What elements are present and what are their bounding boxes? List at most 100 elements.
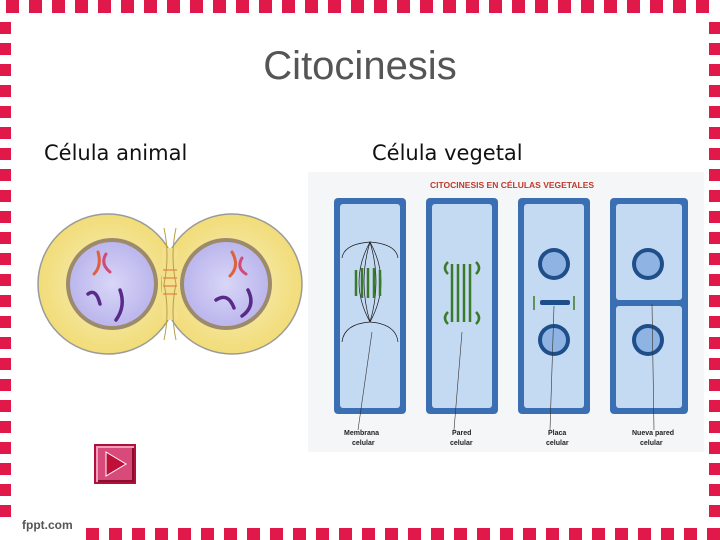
frame-dash [224,528,237,540]
frame-dash [431,528,444,540]
frame-dash [0,358,11,370]
frame-dash [0,190,11,202]
plant-figure-title: CITOCINESIS EN CÉLULAS VEGETALES [430,180,594,190]
label-pared-2: celular [450,440,473,447]
plant-cell-stage-2 [426,198,498,431]
frame-dash [98,0,111,13]
frame-dash [569,528,582,540]
frame-dash [259,0,272,13]
frame-dash [293,528,306,540]
frame-dash [709,421,720,433]
plant-cell-stage-1 [334,198,406,431]
frame-dash [397,0,410,13]
frame-dash [339,528,352,540]
frame-dash [454,528,467,540]
frame-dash [477,528,490,540]
frame-dash [604,0,617,13]
frame-dash [0,400,11,412]
frame-dash [0,211,11,223]
frame-dash [661,528,674,540]
plant-cell-illustration: CITOCINESIS EN CÉLULAS VEGETALES [308,172,704,452]
frame-dash [0,148,11,160]
frame-dash [385,528,398,540]
label-membrana-1: Membrana [344,430,379,437]
frame-dash [362,528,375,540]
frame-dash [443,0,456,13]
frame-dash [709,64,720,76]
brand-logo-text: fppt.com [22,518,73,532]
frame-dash [282,0,295,13]
label-pared-1: Pared [452,430,471,437]
frame-dash [500,528,513,540]
label-membrana-2: celular [352,440,375,447]
frame-dash [0,64,11,76]
frame-dash [270,528,283,540]
frame-dash [121,0,134,13]
frame-dash [109,528,122,540]
frame-dash [546,528,559,540]
frame-dash [0,274,11,286]
frame-dash [523,528,536,540]
frame-dash [0,505,11,517]
frame-dash [709,400,720,412]
frame-dash [696,0,709,13]
frame-dash [709,232,720,244]
frame-dash [581,0,594,13]
frame-dash [328,0,341,13]
frame-dash [709,253,720,265]
frame-dash [489,0,502,13]
frame-dash [0,232,11,244]
plant-cell-stage-3 [518,198,590,431]
frame-dash [201,528,214,540]
frame-dash [0,43,11,55]
frame-dash [0,253,11,265]
frame-dash [673,0,686,13]
left-nucleus [70,242,154,326]
frame-dash [305,0,318,13]
frame-dash [709,484,720,496]
frame-dash [247,528,260,540]
frame-dash [709,148,720,160]
frame-dash [592,528,605,540]
frame-dash [0,169,11,181]
slide-title: Citocinesis [263,44,457,88]
frame-dash [86,528,99,540]
frame-dash [0,484,11,496]
frame-dash [707,528,720,540]
frame-dash [0,421,11,433]
frame-dash [132,528,145,540]
frame-dash [316,528,329,540]
frame-dash [709,190,720,202]
frame-dash [75,0,88,13]
frame-dash [0,337,11,349]
label-nueva-pared-1: Nueva pared [632,430,674,437]
frame-dash [0,127,11,139]
frame-dash [709,106,720,118]
play-right-icon [105,451,127,477]
next-slide-button[interactable] [94,444,136,484]
frame-dash [709,85,720,97]
frame-dash [709,463,720,475]
frame-dash [374,0,387,13]
label-placa-1: Placa [548,430,566,437]
frame-dash [155,528,168,540]
frame-dash [29,0,42,13]
label-placa-2: celular [546,440,569,447]
plant-cell-stage-4 [610,198,688,431]
frame-dash [558,0,571,13]
frame-dash [420,0,433,13]
frame-dash [638,528,651,540]
frame-dash [709,337,720,349]
frame-dash [0,463,11,475]
frame-dash [615,528,628,540]
heading-animal-cell: Célula animal [44,141,188,165]
frame-dash [709,295,720,307]
frame-dash [0,379,11,391]
right-nucleus [184,242,268,326]
frame-dash [684,528,697,540]
frame-dash [709,43,720,55]
label-nueva-pared-2: celular [640,440,663,447]
frame-dash [709,22,720,34]
frame-dash [709,505,720,517]
